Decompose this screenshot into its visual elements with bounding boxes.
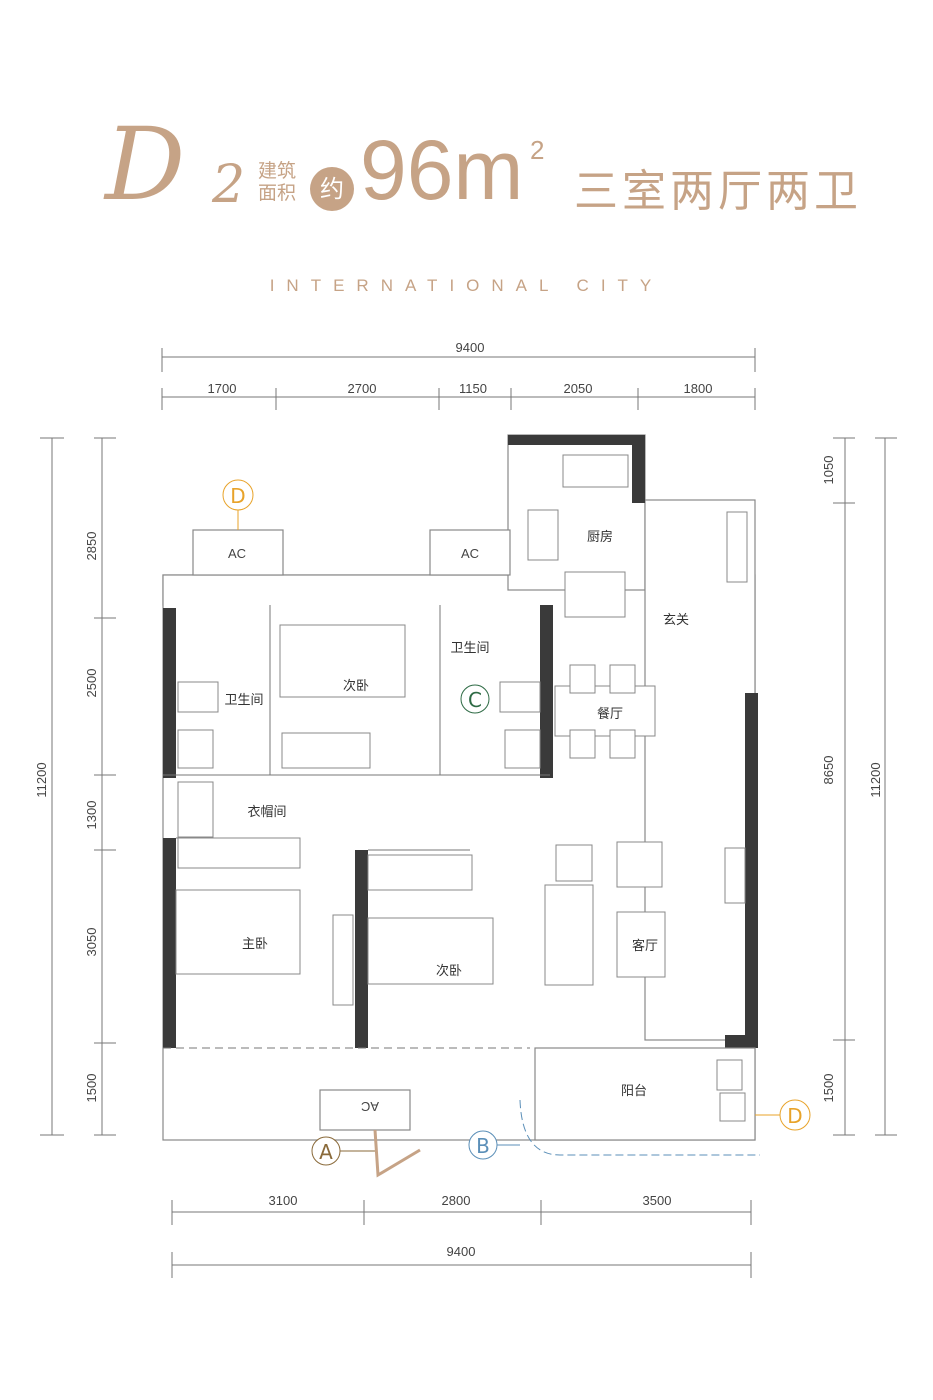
ac-units: AC AC AC xyxy=(228,546,479,1114)
sink-icon xyxy=(527,509,559,561)
sofa xyxy=(544,884,594,986)
coffee-table xyxy=(616,911,666,978)
room-cloakroom: 衣帽间 xyxy=(247,804,286,820)
approx-badge: 约 xyxy=(310,167,354,211)
dim-top-total: 9400 xyxy=(456,340,485,355)
room-kitchen: 厨房 xyxy=(587,529,613,545)
left-dimensions: 11200 2850 2500 1300 3050 1500 xyxy=(34,437,116,1136)
room-bathroom-1: 卫生间 xyxy=(224,693,263,708)
dim-top-2: 2700 xyxy=(348,381,377,396)
room-balcony: 阳台 xyxy=(621,1084,647,1099)
dining-table xyxy=(554,685,656,737)
dim-left-5: 1500 xyxy=(84,1074,99,1103)
subtitle: INTERNATIONAL CITY xyxy=(269,276,664,295)
room-labels: 厨房 玄关 卫生间 卫生间 次卧 餐厅 衣帽间 主卧 次卧 客厅 阳台 xyxy=(224,529,689,1099)
area-value: 96m xyxy=(360,123,524,217)
dim-bottom-1: 3100 xyxy=(269,1193,298,1208)
area-unit-superscript: 2 xyxy=(530,135,545,165)
dim-bottom-2: 2800 xyxy=(442,1193,471,1208)
right-dimensions: 1050 8650 1500 11200 xyxy=(821,437,897,1136)
dim-bottom-3: 3500 xyxy=(643,1193,672,1208)
room-master-bedroom: 主卧 xyxy=(242,937,268,952)
stove-icon xyxy=(562,454,629,488)
marker-b: B xyxy=(476,1134,490,1158)
dim-top-3: 1150 xyxy=(459,381,487,396)
dim-left-4: 3050 xyxy=(84,928,99,957)
area-label-line2: 面积 xyxy=(258,182,297,204)
walls xyxy=(162,434,758,1141)
room-bathroom-2: 卫生间 xyxy=(450,641,489,656)
ac-label-1: AC xyxy=(228,546,246,561)
wardrobe-cloak xyxy=(177,781,214,838)
dim-top-5: 1800 xyxy=(684,381,713,396)
room-entrance: 玄关 xyxy=(663,613,689,628)
bottom-dimensions: 3100 2800 3500 9400 xyxy=(171,1193,752,1278)
dim-left-3: 1300 xyxy=(84,801,99,830)
wardrobe-1 xyxy=(281,732,371,769)
toilet-2 xyxy=(499,681,541,713)
layout-type: 三室两厅两卫 xyxy=(574,166,862,217)
unit-letter: D xyxy=(105,106,186,223)
bed-2 xyxy=(367,917,494,985)
room-living: 客厅 xyxy=(632,938,658,954)
room-second-bedroom-1: 次卧 xyxy=(343,678,369,694)
marker-a: A xyxy=(319,1140,333,1164)
basin-1 xyxy=(177,729,214,769)
marker-d-top: D xyxy=(230,484,245,508)
dim-left-2: 2500 xyxy=(84,669,99,698)
dim-top-1: 1700 xyxy=(208,381,237,396)
dim-right-total: 11200 xyxy=(868,762,883,797)
area-label-line1: 建筑 xyxy=(258,160,297,182)
ac-label-2: AC xyxy=(461,546,479,561)
area-label: 建筑 面积 xyxy=(258,160,308,204)
furniture xyxy=(175,454,748,1122)
dim-right-2: 8650 xyxy=(821,756,836,785)
dim-left-total: 11200 xyxy=(34,762,49,797)
wardrobe-2 xyxy=(367,854,473,891)
bed-1 xyxy=(279,624,406,698)
unit-title: D 2 建筑 面积 约 96m 2 三室两厅两卫 xyxy=(100,110,880,225)
basin-2 xyxy=(504,729,541,769)
master-bed xyxy=(175,889,301,975)
view-markers: D C A B D xyxy=(222,479,811,1178)
dim-bottom-total: 9400 xyxy=(447,1244,476,1259)
top-dimensions: 9400 1700 2700 1150 2050 1800 xyxy=(161,340,756,410)
ac-label-3: AC xyxy=(361,1099,379,1114)
dim-right-3: 1500 xyxy=(821,1074,836,1103)
dim-top-4: 2050 xyxy=(564,381,593,396)
room-second-bedroom-2: 次卧 xyxy=(436,963,462,979)
armchair xyxy=(616,841,663,888)
unit-number: 2 xyxy=(212,155,246,215)
marker-c: C xyxy=(468,688,482,712)
dim-left-1: 2850 xyxy=(84,532,99,561)
toilet-1 xyxy=(177,681,219,713)
room-dining: 餐厅 xyxy=(597,706,623,722)
dim-right-1: 1050 xyxy=(821,456,836,485)
marker-d-right: D xyxy=(787,1104,802,1128)
